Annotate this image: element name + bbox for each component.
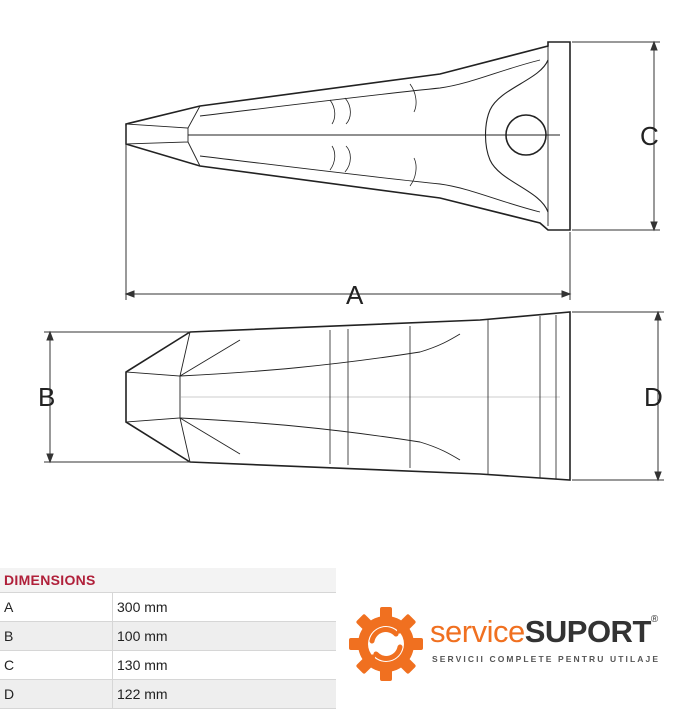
side-view-ribs — [329, 315, 557, 479]
table-cell-value: 122 mm — [112, 679, 336, 709]
table-cell-value: 300 mm — [112, 592, 336, 622]
dimension-d-label: D — [644, 382, 663, 412]
side-view-outline — [125, 311, 571, 481]
top-view-outline — [125, 41, 571, 231]
dimensions-table: DIMENSIONS A 300 mm B 100 mm C 130 mm D … — [0, 568, 336, 709]
table-cell-value: 100 mm — [112, 621, 336, 651]
dimension-b-label: B — [38, 382, 55, 412]
table-cell-key: C — [0, 650, 113, 680]
pin-hole — [505, 114, 547, 156]
servicesuport-logo: serviceSUPORT® SERVICII COMPLETE PENTRU … — [348, 604, 700, 688]
table-header-row: DIMENSIONS — [0, 568, 336, 593]
top-view — [125, 41, 571, 231]
gear-wrench-icon — [349, 607, 423, 681]
side-view-ridge-top — [179, 333, 461, 377]
dimension-d — [572, 310, 664, 482]
top-view-pin-boss — [484, 59, 549, 213]
top-view-upper-rib — [199, 59, 541, 117]
table-cell-key: D — [0, 679, 113, 709]
dimension-a — [124, 126, 572, 300]
dimension-a-label: A — [346, 280, 364, 310]
table-cell-key: B — [0, 621, 113, 651]
top-view-lower-rib — [199, 155, 541, 213]
logo-brand-suport: SUPORT — [524, 614, 652, 649]
top-view-rib-marks — [329, 83, 417, 187]
side-view-ridge-bottom — [179, 417, 461, 461]
table-cell-value: 130 mm — [112, 650, 336, 680]
top-view-tip-facets — [125, 105, 560, 167]
table-row: A 300 mm — [0, 592, 336, 622]
side-view — [125, 311, 571, 481]
logo-wordmark: serviceSUPORT® — [430, 614, 658, 650]
logo-tagline: SERVICII COMPLETE PENTRU UTILAJE — [432, 654, 661, 664]
logo-brand-service: service — [430, 614, 525, 649]
table-header: DIMENSIONS — [0, 568, 336, 593]
dimension-b — [44, 330, 190, 464]
dimension-c — [572, 40, 660, 232]
bucket-tooth-technical-drawing: A C B D — [38, 40, 664, 482]
table-cell-key: A — [0, 592, 113, 622]
table-row: C 130 mm — [0, 650, 336, 680]
registered-mark: ® — [650, 614, 659, 625]
table-row: D 122 mm — [0, 679, 336, 709]
table-row: B 100 mm — [0, 621, 336, 651]
dimension-c-label: C — [640, 121, 659, 151]
